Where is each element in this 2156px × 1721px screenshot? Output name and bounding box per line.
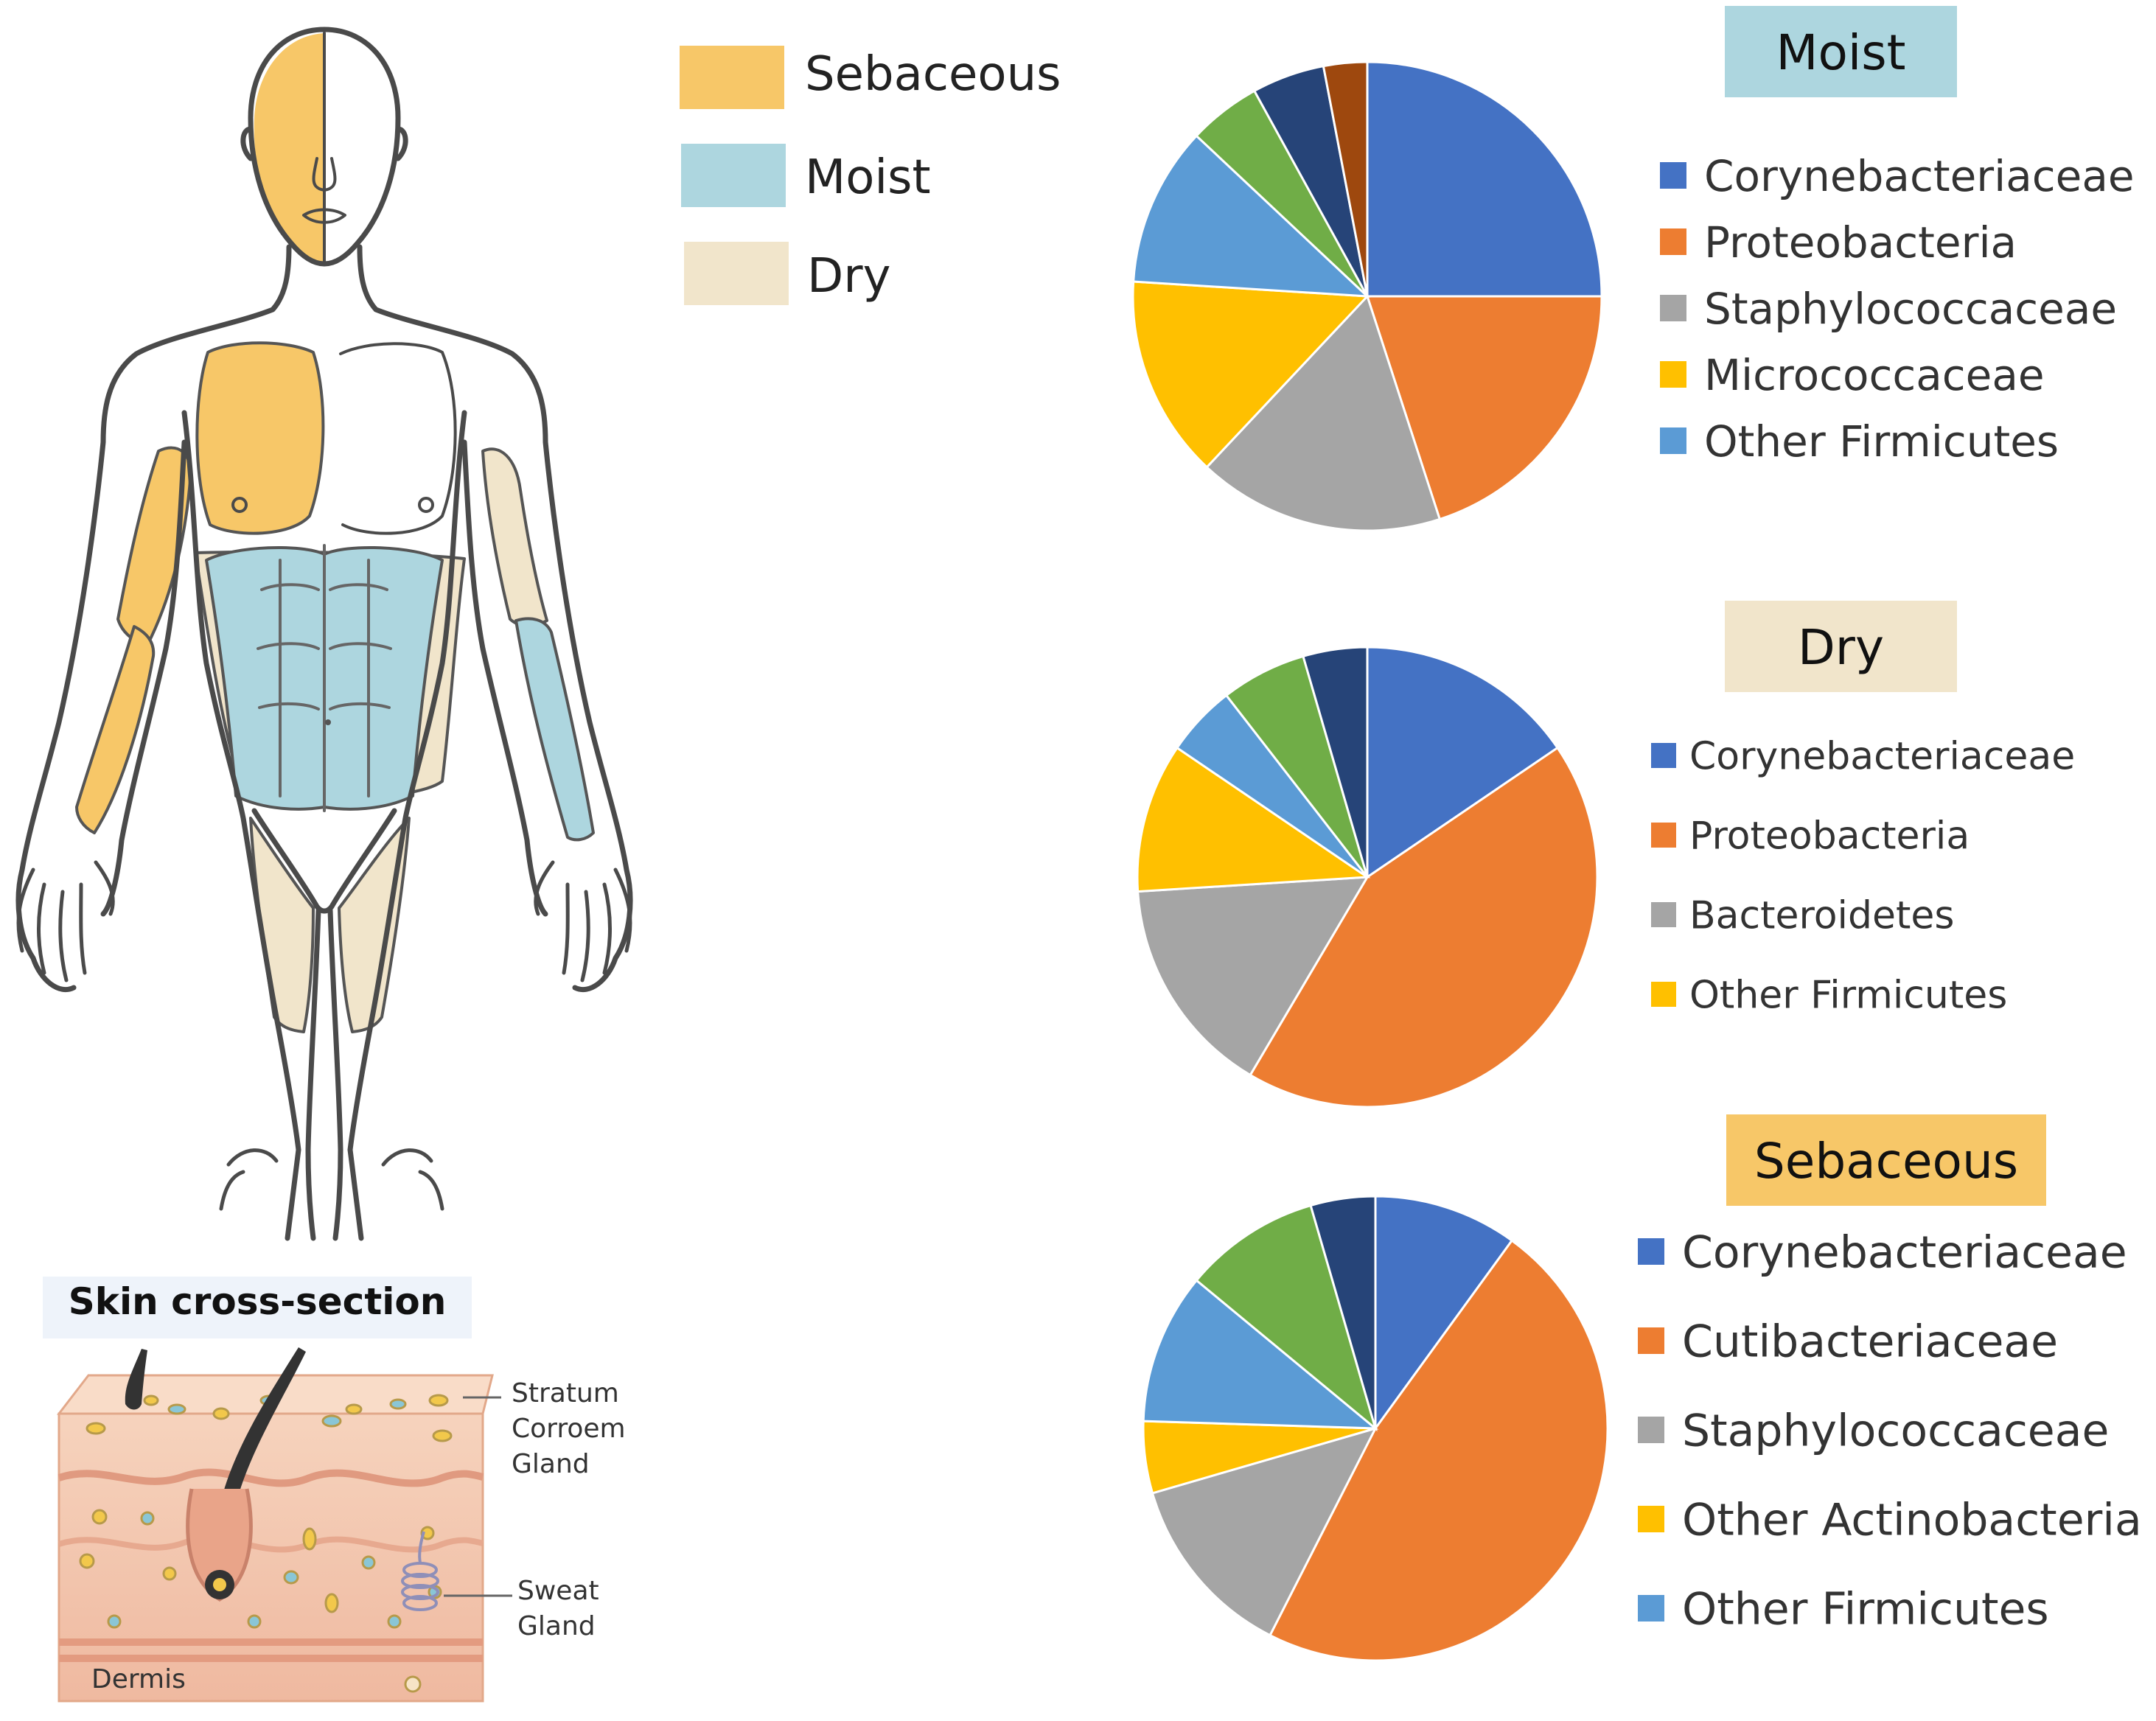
legend-swatch-sebaceous [680, 46, 784, 109]
legend-swatch [1660, 361, 1686, 388]
pie-slice [1132, 134, 1371, 298]
legend-swatch [1638, 1238, 1664, 1265]
legend-label: Staphylococcaceae [1704, 284, 2117, 334]
legend-label-sebaceous: Sebaceous [805, 47, 1061, 102]
legend-swatch [1638, 1595, 1664, 1621]
label-sweat: Sweat [517, 1576, 599, 1606]
pie-chart-sebaceous: SebaceousCorynebacteriaceaeCutibacteriac… [1142, 1114, 2142, 1662]
legend-label: Staphylococcaceae [1682, 1406, 2109, 1457]
head-outline [248, 27, 401, 267]
legend-swatch [1651, 982, 1676, 1007]
legend-swatch [1638, 1417, 1664, 1443]
label-stratum: Stratum [512, 1378, 619, 1408]
right-hand [534, 860, 632, 982]
legend-swatch [1638, 1327, 1664, 1354]
legend-label: Proteobacteria [1704, 217, 2017, 268]
zone-legend: Sebaceous Moist Dry [680, 46, 1061, 305]
legend-label: Cutibacteriaceae [1682, 1316, 2058, 1368]
legend-swatch [1660, 295, 1686, 321]
torso-outline [15, 244, 292, 993]
dermis-wave [57, 1535, 484, 1553]
skin-block [57, 1412, 484, 1703]
face-sebaceous-zone [254, 33, 324, 264]
legend-label: Micrococcaceae [1704, 350, 2045, 400]
nose [312, 157, 337, 192]
legend-label-moist: Moist [805, 150, 931, 205]
pie-slice [1322, 60, 1369, 297]
legend-label: Corynebacteriaceae [1704, 151, 2135, 201]
chart-title: Dry [1798, 619, 1884, 676]
legend-swatch-moist [681, 144, 786, 207]
pie-slice [1309, 1195, 1377, 1429]
chest-sebaceous-zone [195, 341, 325, 535]
legend-swatch-dry [684, 242, 789, 305]
abdominal-lines [257, 544, 392, 812]
chart-title-box [1725, 601, 1957, 692]
legend-swatch [1660, 162, 1686, 189]
pie-slice [1366, 60, 1603, 298]
pie-slice [1137, 876, 1370, 1077]
legs-outline [181, 410, 301, 1241]
forearm-sebaceous-zone [75, 625, 156, 834]
legend-swatch [1651, 743, 1676, 768]
pie-slice [1195, 1204, 1378, 1432]
legend-label-dry: Dry [807, 249, 890, 304]
legend-label: Proteobacteria [1689, 814, 1970, 859]
skin-section-title-box [43, 1277, 472, 1338]
legend-label: Other Firmicutes [1689, 974, 2007, 1018]
sweat-gland [401, 1531, 439, 1611]
pie-charts: MoistCorynebacteriaceaeProteobacteriaSta… [1131, 6, 2142, 1662]
legend-swatch [1638, 1506, 1664, 1532]
hair-shaft [215, 1347, 306, 1535]
pie-slice [1151, 1426, 1378, 1637]
label-gland-lower: Gland [517, 1611, 596, 1641]
right-leg-dry-zone [338, 817, 411, 1033]
pie-slice [1302, 646, 1369, 878]
skin-section-title: Skin cross-section [69, 1280, 447, 1323]
pie-slice [1205, 294, 1442, 532]
pie-slice [1249, 746, 1599, 1109]
label-dermis: Dermis [91, 1664, 186, 1694]
pie-chart-dry: DryCorynebacteriaceaeProteobacteriaBacte… [1136, 601, 2075, 1109]
label-corroem: Corroem [512, 1414, 626, 1444]
legend-swatch [1651, 902, 1676, 927]
epidermis-wave [57, 1468, 484, 1487]
legend-label: Other Firmicutes [1682, 1584, 2049, 1636]
legend-label: Bacteroidetes [1689, 894, 1954, 938]
pie-slice [1142, 1279, 1379, 1430]
pie-slice [1366, 646, 1560, 879]
pie-slice [1374, 1195, 1514, 1432]
dermis-band [59, 1638, 483, 1662]
skin-cross-section: Skin cross-section [43, 1277, 626, 1703]
legend-label: Corynebacteriaceae [1689, 735, 2075, 779]
chart-title: Sebaceous [1754, 1133, 2018, 1190]
upper-arm-dry-zone [481, 447, 548, 628]
forearm-moist-zone [514, 617, 595, 842]
body-illustration [15, 27, 633, 1241]
pie-chart-moist: MoistCorynebacteriaceaeProteobacteriaSta… [1131, 6, 2135, 532]
chart-title: Moist [1776, 24, 1906, 81]
pie-slice [1136, 746, 1371, 893]
chart-title-box [1726, 1114, 2046, 1206]
legend-swatch [1651, 823, 1676, 848]
pie-slice [1131, 280, 1370, 469]
mouth [302, 208, 346, 224]
legend-swatch [1660, 228, 1686, 255]
legend-label: Corynebacteriaceae [1682, 1227, 2127, 1279]
chart-title-box [1725, 6, 1957, 97]
label-gland-upper: Gland [512, 1449, 590, 1479]
left-hand [16, 860, 115, 982]
legend-swatch [1660, 427, 1686, 454]
legend-label: Other Actinobacteria [1682, 1495, 2142, 1546]
groin [251, 808, 397, 914]
face-right-half [324, 33, 395, 264]
pie-slice [1268, 1239, 1609, 1662]
pie-slice [1365, 295, 1603, 521]
legend-label: Other Firmicutes [1704, 416, 2059, 467]
sebaceous-pore [125, 1349, 147, 1410]
